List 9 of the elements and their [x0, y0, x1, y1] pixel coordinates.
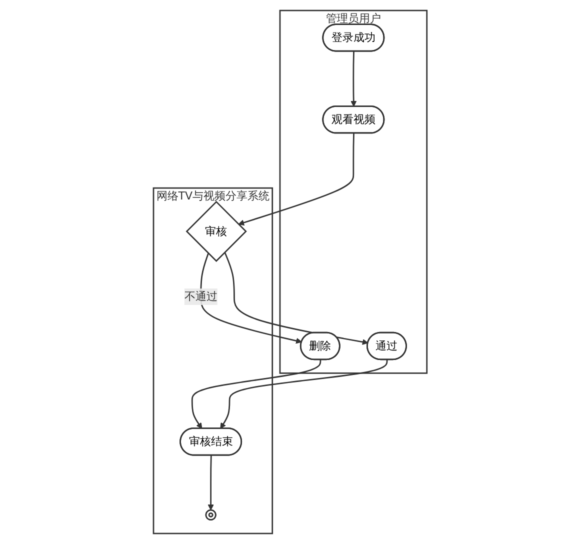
arrow: [200, 253, 302, 344]
arrow: [220, 360, 388, 429]
edge-label: 不通过: [184, 290, 218, 303]
arrow: [350, 51, 356, 107]
arrow: [191, 360, 321, 429]
arrow: [224, 252, 368, 345]
arrow: [238, 133, 354, 226]
arrow: [208, 455, 214, 510]
node-diamond: 审核: [186, 200, 247, 262]
